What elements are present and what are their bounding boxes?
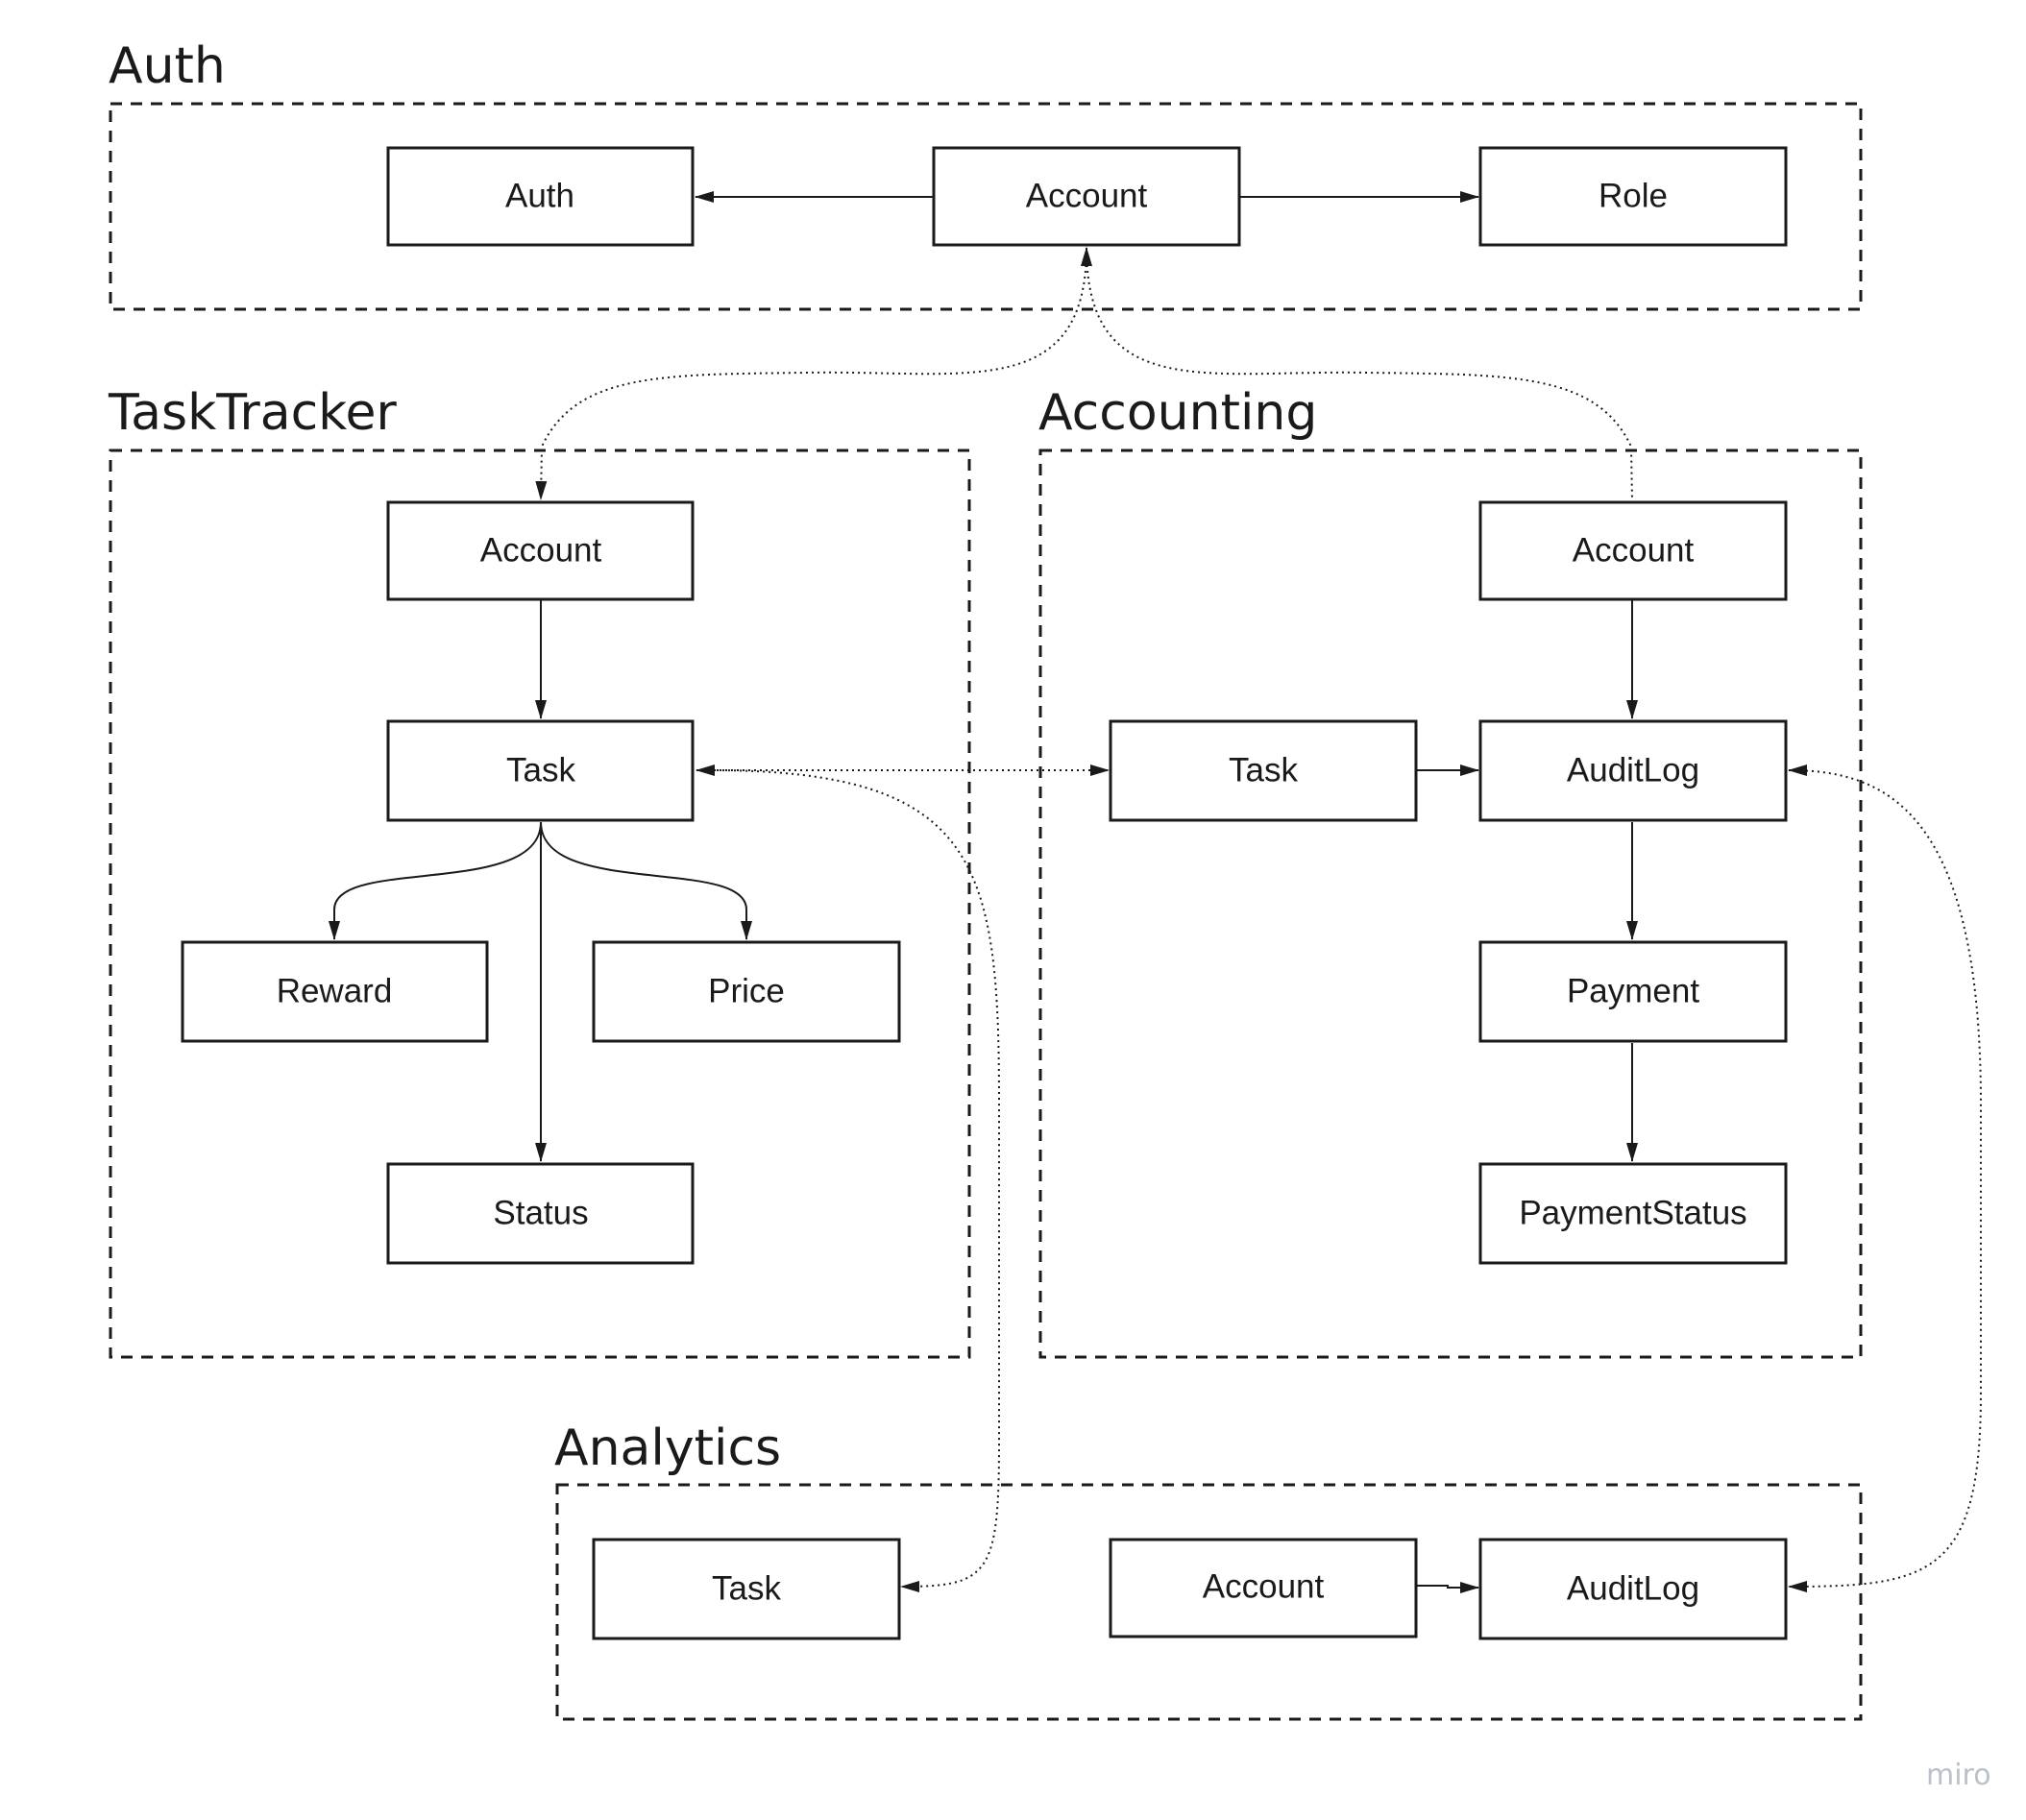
node-an-account[interactable]: Account (1109, 1538, 1418, 1638)
group-auth-title: Auth (109, 37, 226, 95)
node-tt-reward[interactable]: Reward (181, 940, 489, 1043)
group-accounting-frame (1038, 449, 1863, 1359)
node-an-task[interactable]: Task (592, 1538, 901, 1640)
node-acc-auditlog[interactable]: AuditLog (1478, 719, 1788, 822)
node-an-account-label: Account (1203, 1568, 1325, 1606)
node-acc-account-label: Account (1573, 532, 1695, 570)
group-analytics: Analytics (554, 1420, 1863, 1721)
group-accounting-title: Accounting (1038, 384, 1317, 442)
node-acc-paymentstatus-label: PaymentStatus (1519, 1195, 1746, 1232)
group-tasktracker: TaskTracker (108, 384, 971, 1359)
edge-auth-account-tt-account (535, 247, 1092, 500)
node-auth-auth-label: Auth (505, 178, 574, 215)
node-auth-auth[interactable]: Auth (386, 146, 695, 247)
edge-acc-auditlog-an-auditlog (1788, 764, 1982, 1592)
node-acc-auditlog-label: AuditLog (1567, 752, 1699, 789)
node-acc-task[interactable]: Task (1109, 719, 1418, 822)
node-acc-paymentstatus[interactable]: PaymentStatus (1478, 1162, 1788, 1265)
group-tasktracker-title: TaskTracker (108, 384, 397, 442)
node-acc-payment[interactable]: Payment (1478, 940, 1788, 1043)
node-tt-reward-label: Reward (277, 973, 393, 1010)
edge-tt-task-to-price (540, 821, 752, 940)
node-acc-task-label: Task (1229, 752, 1298, 789)
node-an-auditlog-label: AuditLog (1567, 1570, 1699, 1608)
node-an-task-label: Task (712, 1570, 781, 1608)
node-tt-price-label: Price (708, 973, 785, 1010)
node-tt-price[interactable]: Price (592, 940, 901, 1043)
edge-an-account-to-auditlog (1416, 1582, 1479, 1593)
node-tt-account[interactable]: Account (386, 500, 695, 601)
node-acc-payment-label: Payment (1567, 973, 1699, 1010)
node-tt-task[interactable]: Task (386, 719, 695, 822)
node-an-auditlog[interactable]: AuditLog (1478, 1538, 1788, 1640)
node-acc-account[interactable]: Account (1478, 500, 1788, 601)
node-tt-status[interactable]: Status (386, 1162, 695, 1265)
node-auth-role[interactable]: Role (1478, 146, 1788, 247)
node-auth-role-label: Role (1599, 178, 1668, 215)
edge-tt-task-an-task (710, 769, 1000, 1592)
group-analytics-frame (555, 1483, 1863, 1721)
group-analytics-title: Analytics (554, 1420, 781, 1477)
edge-tt-task-to-reward (329, 821, 542, 940)
node-tt-account-label: Account (480, 532, 602, 570)
miro-watermark: miro (1926, 1759, 1991, 1792)
node-auth-account-label: Account (1026, 178, 1148, 215)
node-tt-task-label: Task (506, 752, 575, 789)
node-auth-account[interactable]: Account (932, 146, 1241, 247)
edge-auth-account-acc-account (1086, 247, 1633, 500)
node-tt-status-label: Status (493, 1195, 588, 1232)
